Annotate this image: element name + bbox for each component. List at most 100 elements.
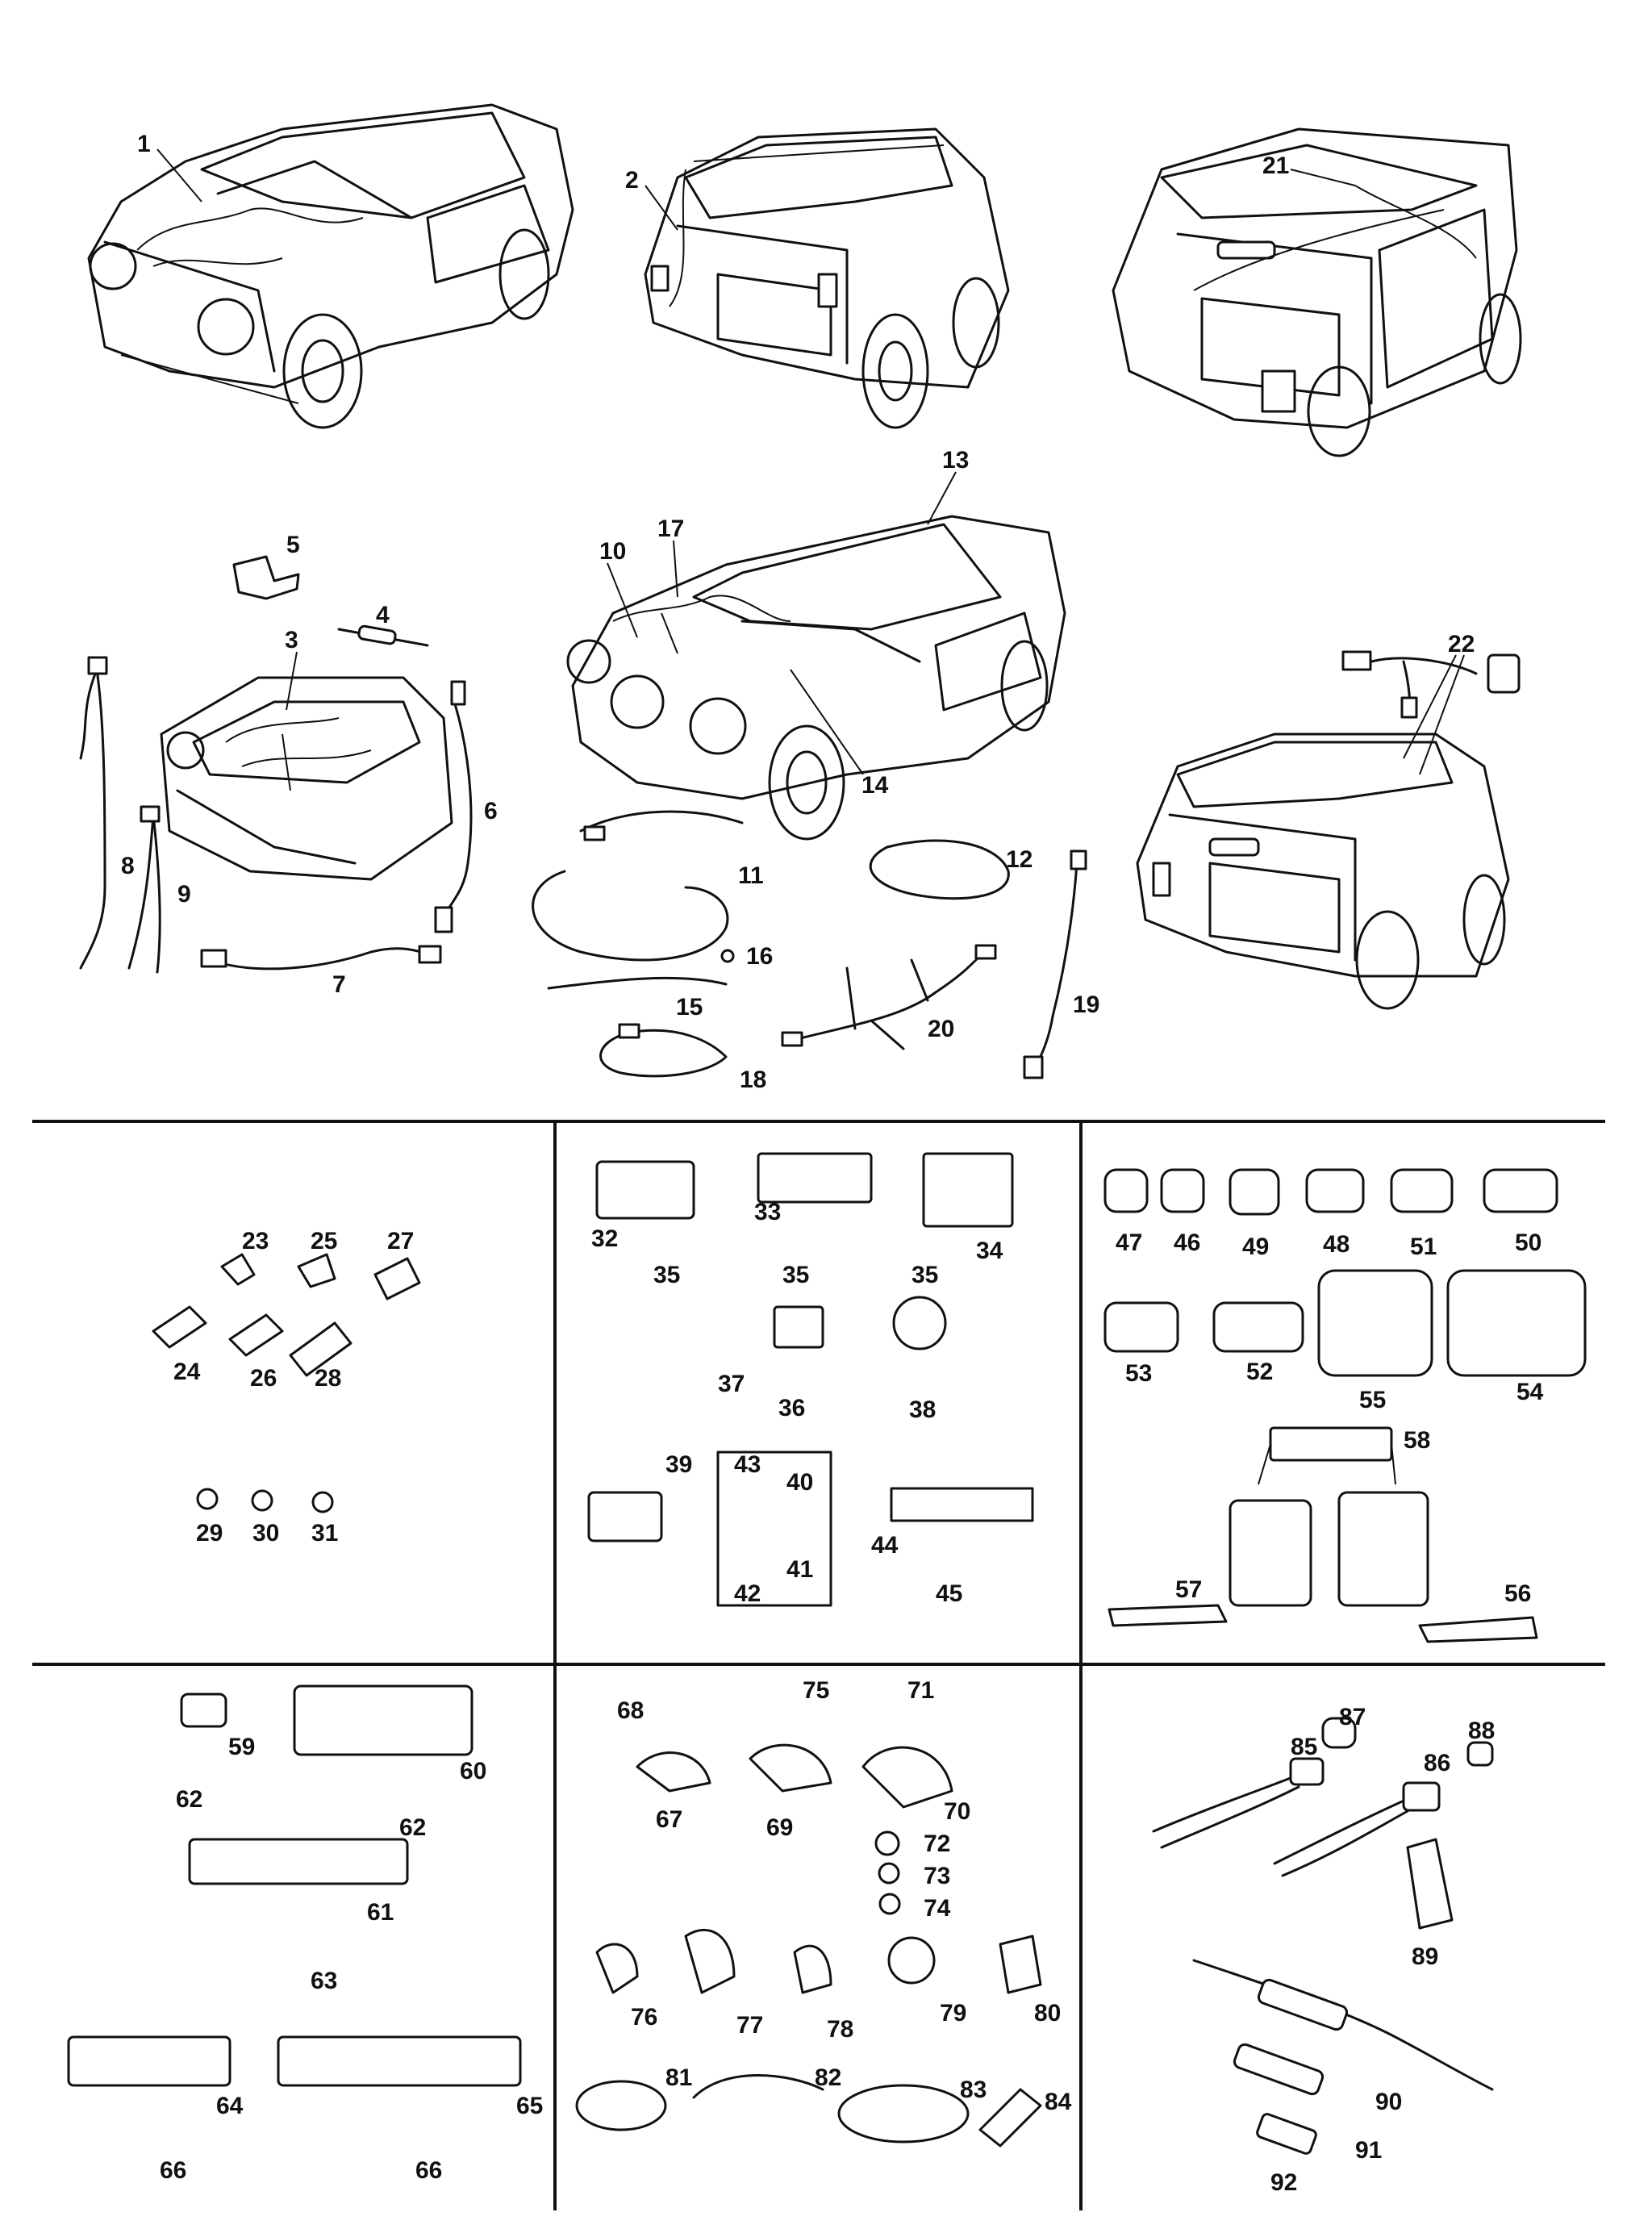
callout-81: 81	[665, 2064, 692, 2091]
callout-42: 42	[734, 1580, 761, 1607]
callout-8: 8	[121, 853, 135, 879]
callout-15: 15	[676, 994, 703, 1021]
callout-70: 70	[944, 1798, 970, 1825]
callout-20: 20	[928, 1016, 954, 1042]
callout-87: 87	[1339, 1704, 1366, 1730]
callout-27: 27	[387, 1228, 414, 1254]
callout-28: 28	[315, 1365, 341, 1392]
callout-4: 4	[376, 602, 390, 628]
terminal-parts-group	[152, 1253, 421, 1513]
callout-74: 74	[924, 1895, 951, 1922]
callout-75: 75	[803, 1677, 829, 1704]
callout-48: 48	[1323, 1231, 1350, 1258]
callout-65: 65	[516, 2093, 543, 2119]
callout-66a: 66	[160, 2157, 186, 2184]
car-rear-roof-harness-drawing	[1112, 127, 1522, 457]
callout-45: 45	[936, 1580, 962, 1607]
callout-46: 46	[1174, 1229, 1200, 1256]
callout-32: 32	[591, 1225, 618, 1252]
callout-59: 59	[228, 1734, 255, 1760]
callout-18: 18	[740, 1066, 766, 1093]
callout-88: 88	[1468, 1718, 1495, 1744]
car-rear-harness-drawing	[644, 127, 1010, 429]
callout-67: 67	[656, 1806, 682, 1833]
callout-21: 21	[1262, 152, 1289, 179]
callout-5: 5	[286, 532, 300, 558]
callout-86: 86	[1424, 1750, 1450, 1776]
callout-17: 17	[657, 516, 684, 542]
callout-14: 14	[861, 772, 889, 799]
callout-49: 49	[1242, 1233, 1269, 1260]
callout-83: 83	[960, 2077, 987, 2103]
ecu-connector-group	[67, 1684, 522, 2087]
callout-43: 43	[734, 1451, 761, 1478]
cable-clip-group	[575, 1743, 1042, 2148]
callout-90: 90	[1375, 2089, 1402, 2115]
engine-bay-drawing	[160, 676, 453, 881]
callout-35a: 35	[653, 1262, 680, 1288]
callout-56: 56	[1504, 1580, 1531, 1607]
callout-80: 80	[1034, 2000, 1061, 2027]
callout-64: 64	[216, 2093, 244, 2119]
callout-84: 84	[1045, 2089, 1072, 2115]
callout-61: 61	[367, 1899, 394, 1926]
callout-16: 16	[746, 943, 773, 970]
callout-53: 53	[1125, 1360, 1152, 1387]
callout-33: 33	[754, 1199, 781, 1225]
callout-79: 79	[940, 2000, 966, 2027]
callout-58: 58	[1404, 1427, 1430, 1454]
callout-7: 7	[332, 971, 346, 998]
callout-1: 1	[137, 131, 151, 157]
callout-40: 40	[786, 1469, 813, 1496]
callout-68: 68	[617, 1697, 644, 1724]
callout-72: 72	[924, 1830, 950, 1857]
callout-66b: 66	[415, 2157, 442, 2184]
callout-37: 37	[718, 1371, 745, 1397]
callout-39: 39	[665, 1451, 692, 1478]
callout-51: 51	[1410, 1233, 1437, 1260]
callout-78: 78	[827, 2016, 853, 2043]
callout-9: 9	[177, 881, 191, 908]
callout-44: 44	[871, 1532, 899, 1559]
callout-2: 2	[625, 167, 639, 194]
callout-63: 63	[311, 1968, 337, 1994]
callout-13: 13	[942, 447, 969, 474]
callout-62b: 62	[399, 1814, 426, 1841]
callout-57: 57	[1175, 1576, 1202, 1603]
callout-92: 92	[1270, 2169, 1297, 2196]
callout-36: 36	[778, 1395, 805, 1421]
callout-11: 11	[738, 862, 764, 889]
connector-parts-group	[587, 1152, 1034, 1607]
callout-47: 47	[1116, 1229, 1142, 1256]
callout-30: 30	[252, 1520, 279, 1547]
callout-71: 71	[907, 1677, 934, 1704]
callout-6: 6	[484, 798, 498, 824]
callout-26: 26	[250, 1365, 277, 1392]
callout-69: 69	[766, 1814, 793, 1841]
callout-73: 73	[924, 1863, 950, 1889]
callout-50: 50	[1515, 1229, 1541, 1256]
callout-3: 3	[285, 627, 298, 653]
multipin-connector-group	[1103, 1168, 1587, 1643]
callout-22: 22	[1448, 631, 1475, 657]
callout-91: 91	[1355, 2137, 1382, 2164]
callout-89: 89	[1412, 1943, 1438, 1970]
callout-34: 34	[976, 1238, 1003, 1264]
callout-41: 41	[786, 1556, 813, 1583]
callout-60: 60	[460, 1758, 486, 1784]
loose-harnesses	[79, 555, 1521, 1079]
callout-77: 77	[736, 2012, 763, 2039]
callout-76: 76	[631, 2004, 657, 2031]
callout-29: 29	[196, 1520, 223, 1547]
callout-23: 23	[242, 1228, 269, 1254]
callout-55: 55	[1359, 1387, 1386, 1413]
callout-82: 82	[815, 2064, 841, 2091]
callout-31: 31	[311, 1520, 338, 1547]
leader-lines	[156, 148, 1465, 1485]
callout-62a: 62	[176, 1786, 202, 1813]
callout-19: 19	[1073, 991, 1099, 1018]
car-front-harness-drawing	[87, 103, 574, 429]
callout-10: 10	[599, 538, 626, 565]
callout-35c: 35	[912, 1262, 938, 1288]
